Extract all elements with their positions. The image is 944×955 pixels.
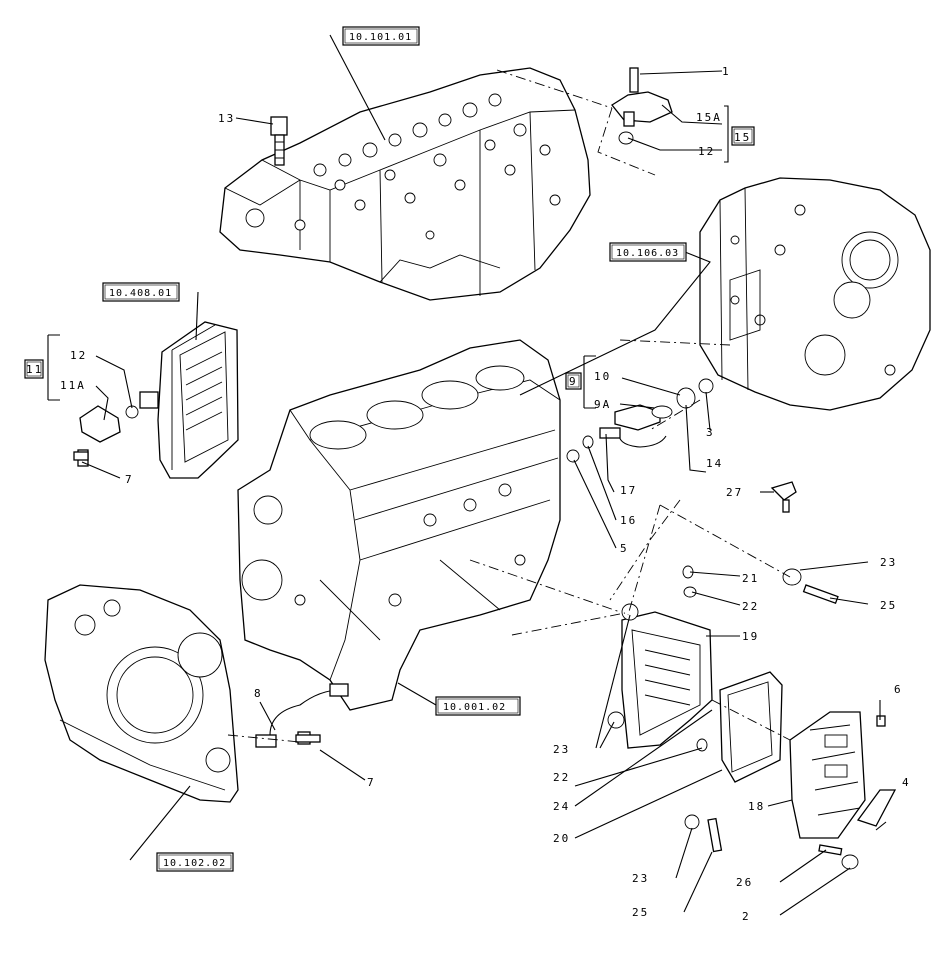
group-9: 9 <box>565 372 582 390</box>
callout-13: 13 <box>218 112 235 125</box>
svg-text:15: 15 <box>734 131 751 144</box>
callout-20: 20 <box>553 832 570 845</box>
svg-text:11: 11 <box>26 363 43 376</box>
part-11a-sensor <box>77 391 159 467</box>
callout-23: 23 <box>553 743 570 756</box>
part-20-gasket <box>719 671 783 783</box>
part-27-clip <box>770 481 797 513</box>
ref-10-408-01: 10.408.01 <box>102 282 180 302</box>
ref-10-106-03: 10.106.03 <box>609 242 687 262</box>
callout-11a: 11A <box>60 379 86 392</box>
leader-lines <box>47 34 887 916</box>
callout-27: 27 <box>726 486 743 499</box>
part-13-temperature-sender <box>270 116 288 166</box>
callout-22: 22 <box>553 771 570 784</box>
flywheel-housing <box>699 177 931 411</box>
ref-10-101-01: 10.101.01 <box>342 26 420 46</box>
callout-10: 10 <box>594 370 611 383</box>
svg-text:10.408.01: 10.408.01 <box>109 288 172 299</box>
svg-text:10.106.03: 10.106.03 <box>616 248 679 259</box>
svg-text:10.101.01: 10.101.01 <box>349 32 412 43</box>
callout-18: 18 <box>748 800 765 813</box>
callout-25: 25 <box>632 906 649 919</box>
callout-24: 24 <box>553 800 570 813</box>
callout-14: 14 <box>706 457 723 470</box>
ref-10-001-02: 10.001.02 <box>435 696 521 716</box>
callout-15a: 15A <box>696 111 722 124</box>
callout-19: 19 <box>742 630 759 643</box>
callout-7: 7 <box>125 473 134 486</box>
group-15: 15 <box>731 126 755 146</box>
callout-21: 21 <box>742 572 759 585</box>
callout-7: 7 <box>367 776 376 789</box>
svg-text:9: 9 <box>569 375 578 388</box>
callout-12: 12 <box>698 145 715 158</box>
callout-labels: 1 15A 12 13 12 11A 7 10 9A 3 14 17 16 5 … <box>60 65 911 923</box>
svg-text:10.001.02: 10.001.02 <box>443 702 506 713</box>
svg-text:10.102.02: 10.102.02 <box>163 858 226 869</box>
group-11: 11 <box>24 359 44 379</box>
callout-23: 23 <box>880 556 897 569</box>
callout-6: 6 <box>894 683 903 696</box>
timing-cover <box>44 584 239 803</box>
callout-25: 25 <box>880 599 897 612</box>
callout-3: 3 <box>706 426 715 439</box>
ref-10-102-02: 10.102.02 <box>156 852 234 872</box>
engine-block <box>237 339 561 711</box>
callout-12: 12 <box>70 349 87 362</box>
part-18-ecu <box>789 711 866 839</box>
mid-sensor-parts <box>566 378 714 463</box>
part-4-cover <box>856 789 897 827</box>
callout-2: 2 <box>742 910 751 923</box>
part-19-ecu-mount-plate <box>607 565 713 752</box>
callout-17: 17 <box>620 484 637 497</box>
cylinder-head <box>219 67 591 301</box>
callout-1: 1 <box>722 65 731 78</box>
callout-8: 8 <box>254 687 263 700</box>
ecu-bracket-left <box>157 321 239 479</box>
callout-4: 4 <box>902 776 911 789</box>
callout-9a: 9A <box>594 398 611 411</box>
callout-22: 22 <box>742 600 759 613</box>
callout-5: 5 <box>620 542 629 555</box>
callout-16: 16 <box>620 514 637 527</box>
callout-26: 26 <box>736 876 753 889</box>
fasteners <box>73 451 886 870</box>
assembly-lines <box>227 69 791 743</box>
part-15a-pressure-sensor <box>611 67 673 145</box>
callout-23: 23 <box>632 872 649 885</box>
